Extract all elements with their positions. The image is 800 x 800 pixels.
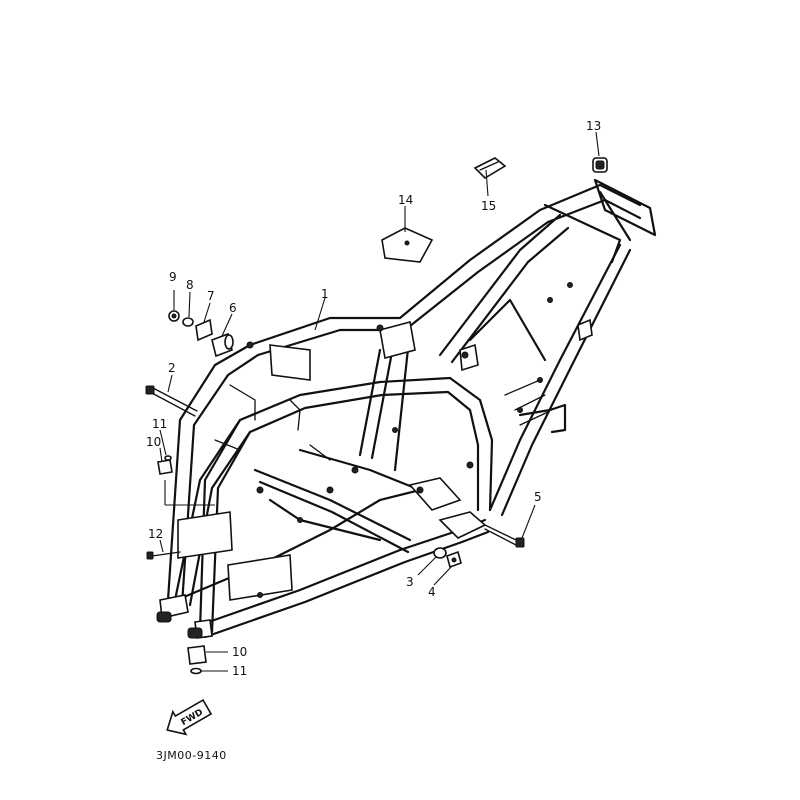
callout-12: 12 — [148, 527, 163, 541]
callout-1: 1 — [321, 287, 329, 301]
callout-15: 15 — [481, 199, 496, 213]
washer-part-3 — [433, 547, 447, 559]
leader-lines — [159, 131, 600, 672]
bolt-part-12 — [146, 551, 181, 560]
callout-labels: 1 2 3 4 5 6 7 8 9 10 10 11 11 12 13 14 1… — [146, 119, 601, 678]
cap-nut-part-13 — [592, 157, 608, 173]
drawing-code: 3JM00-9140 — [156, 749, 227, 762]
callout-11-upper: 11 — [152, 417, 167, 431]
washer-part-8 — [182, 317, 194, 327]
callout-2: 2 — [168, 361, 176, 375]
callout-10-upper: 10 — [146, 435, 161, 449]
main-frame — [156, 178, 657, 639]
ring-part-11-lower — [190, 667, 202, 675]
callout-13: 13 — [586, 119, 601, 133]
callout-8: 8 — [186, 278, 194, 292]
grommet-part-10-lower — [187, 645, 207, 665]
callout-6: 6 — [229, 301, 237, 315]
plate-part-15 — [473, 157, 507, 180]
callout-4: 4 — [428, 585, 436, 599]
bolt-part-2 — [145, 385, 198, 417]
bushing-part-6 — [211, 332, 234, 358]
pad-part-14 — [381, 227, 434, 263]
grommet-part-10-upper — [157, 459, 173, 475]
callout-5: 5 — [534, 490, 542, 504]
callout-7: 7 — [207, 289, 215, 303]
collar-part-7 — [195, 318, 213, 342]
nut-part-9 — [168, 310, 180, 322]
forward-arrow-icon: FWD — [166, 698, 213, 736]
bolt-part-5 — [484, 524, 525, 548]
callout-14: 14 — [398, 193, 413, 207]
nut-part-4 — [446, 550, 462, 569]
ring-part-11-upper — [164, 455, 172, 461]
callout-3: 3 — [406, 575, 414, 589]
callout-11-lower: 11 — [232, 664, 247, 678]
callout-10-lower: 10 — [232, 645, 247, 659]
callout-9: 9 — [169, 270, 177, 284]
